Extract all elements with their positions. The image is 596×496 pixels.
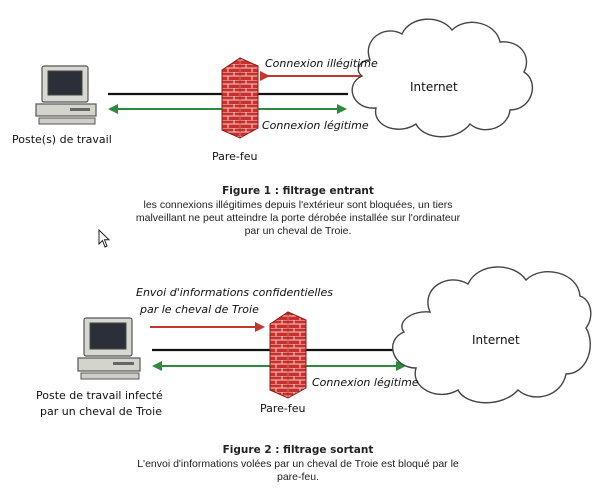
leak-label-line2: par le cheval de Troie: [139, 303, 259, 316]
illegit-connection-label: Connexion illégitime: [265, 57, 378, 70]
figure-2-caption: Figure 2 : filtrage sortant L'envoi d'in…: [0, 444, 596, 484]
internet-label: Internet: [410, 80, 458, 94]
cloud-icon: [351, 18, 534, 138]
computer-icon: [77, 317, 141, 380]
figure-1-caption-title: Figure 1 : filtrage entrant: [222, 185, 374, 197]
figure-2-caption-text: L'envoi d'informations volées par un che…: [137, 458, 459, 483]
firewall-label: Pare-feu: [260, 402, 306, 415]
computer-icon: [35, 65, 97, 125]
figure-2-caption-title: Figure 2 : filtrage sortant: [222, 444, 374, 456]
firewall-icon: [221, 57, 259, 139]
figure-1-diagram: Internet Connexion illégitime Connexion …: [12, 18, 534, 163]
leak-label-line1: Envoi d'informations confidentielles: [136, 286, 333, 299]
mouse-cursor-icon: [98, 229, 111, 248]
figure-1: Internet Connexion illégitime Connexion …: [0, 18, 596, 238]
workstation-label: Poste(s) de travail: [12, 133, 112, 146]
firewall-icon: [269, 311, 307, 399]
cloud-icon: [392, 266, 592, 404]
firewall-label: Pare-feu: [212, 150, 258, 163]
internet-label: Internet: [472, 333, 520, 347]
figure-2-diagram: Internet Envoi d'informations confidenti…: [36, 266, 592, 418]
workstation-label-line1: Poste de travail infecté: [36, 389, 163, 402]
figure-2: Internet Envoi d'informations confidenti…: [0, 256, 596, 496]
legit-connection-label: Connexion légitime: [312, 376, 419, 389]
figure-1-caption-text: les connexions illégitimes depuis l'exté…: [135, 199, 461, 237]
figure-1-caption: Figure 1 : filtrage entrant les connexio…: [0, 185, 596, 238]
legit-connection-label: Connexion légitime: [262, 119, 369, 132]
workstation-label-line2: par un cheval de Troie: [40, 405, 162, 418]
